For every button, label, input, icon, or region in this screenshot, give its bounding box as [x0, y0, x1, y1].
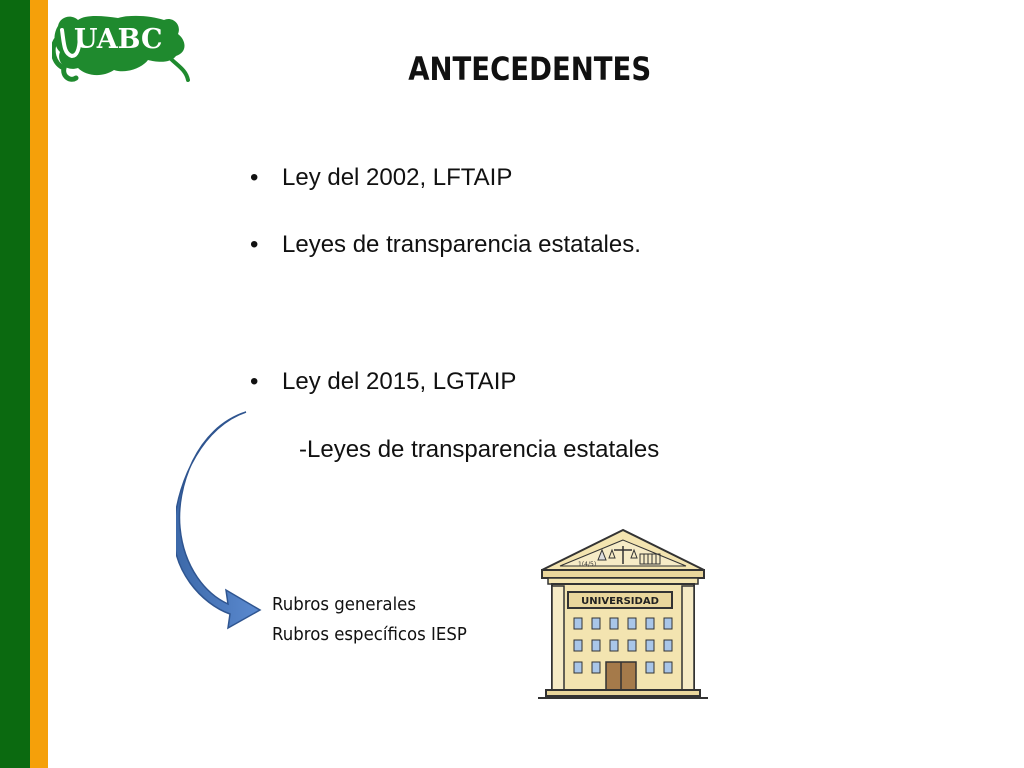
pediment-text: 1(4/5) [578, 561, 596, 568]
bullet-item: • Ley del 2002, LFTAIP [250, 164, 512, 192]
bullet-text: Leyes de transparencia estatales. [282, 231, 641, 258]
rubros-list: Rubros generales Rubros específicos IESP [272, 590, 484, 650]
sub-item: -Leyes de transparencia estatales [299, 436, 660, 463]
rubros-especificos: Rubros específicos IESP [272, 624, 467, 645]
bullet-text: Ley del 2015, LGTAIP [282, 368, 517, 395]
bullet-item: • Ley del 2015, LGTAIP [250, 368, 516, 396]
bullet-marker: • [250, 368, 259, 395]
university-building-icon: 1(4/5) UNIVERSIDAD [538, 528, 708, 700]
rubros-generales: Rubros generales [272, 594, 416, 615]
bullet-marker: • [250, 231, 259, 258]
green-side-stripe [0, 0, 30, 768]
uabc-logo: UABC [50, 10, 190, 84]
building-sign: UNIVERSIDAD [581, 596, 659, 607]
slide-title: ANTECEDENTES [408, 50, 652, 88]
bullet-text: Ley del 2002, LFTAIP [282, 164, 513, 191]
uabc-logo-icon [50, 15, 190, 82]
logo-text: UABC [74, 24, 163, 55]
orange-side-stripe [30, 0, 48, 768]
bullet-marker: • [250, 164, 259, 191]
bullet-item: • Leyes de transparencia estatales. [250, 231, 641, 259]
curved-arrow-icon [173, 408, 266, 630]
